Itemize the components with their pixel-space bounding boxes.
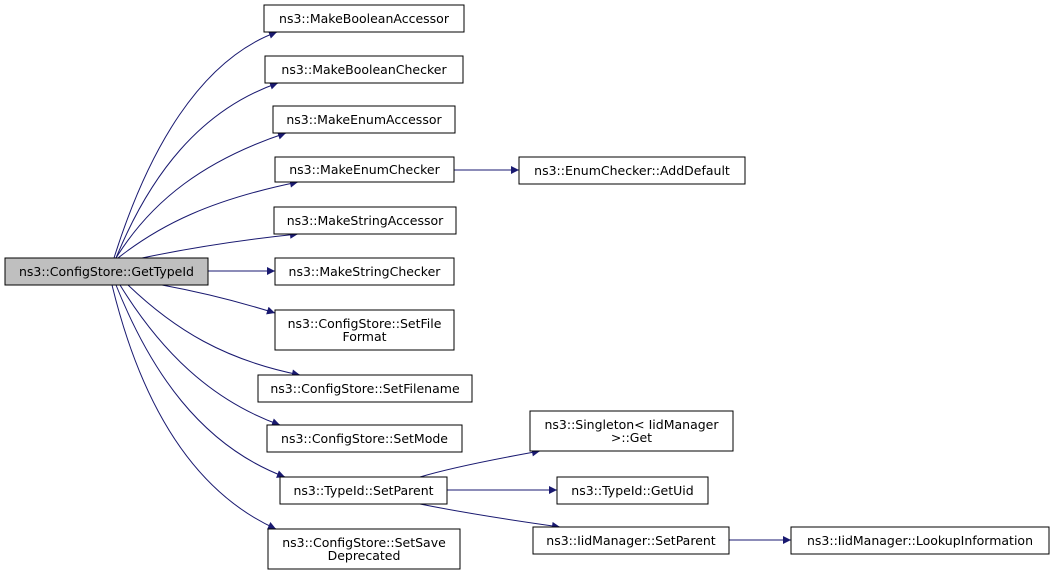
node-root[interactable]: ns3::ConfigStore::GetTypeId (4, 257, 209, 286)
node-box (274, 156, 455, 183)
node-iidmanager-lookup-information[interactable]: ns3::IidManager::LookupInformation (790, 526, 1050, 555)
node-label: ns3::MakeEnumChecker (289, 162, 440, 177)
edge-root-to-set-save-deprecated (111, 284, 277, 530)
node-box (556, 476, 709, 505)
node-make-boolean-checker[interactable]: ns3::MakeBooleanChecker (264, 55, 464, 84)
node-label: ns3::MakeBooleanAccessor (279, 11, 450, 26)
node-box (279, 476, 448, 505)
node-make-boolean-accessor[interactable]: ns3::MakeBooleanAccessor (263, 4, 465, 33)
edge-root-to-make-string-accessor (141, 230, 299, 259)
node-iidmanager-set-parent[interactable]: ns3::IidManager::SetParent (532, 526, 730, 555)
node-label: ns3::IidManager::SetParent (546, 533, 716, 548)
node-box (266, 424, 463, 453)
node-set-mode[interactable]: ns3::ConfigStore::SetMode (266, 424, 463, 453)
node-make-string-accessor[interactable]: ns3::MakeStringAccessor (273, 206, 457, 235)
edges (111, 30, 791, 544)
node-box (4, 257, 209, 286)
edge-typeid-set-parent-to-singleton-get (419, 448, 541, 478)
node-label: ns3::TypeId::GetUid (571, 483, 693, 498)
node-label: Format (342, 329, 386, 344)
nodes: ns3::ConfigStore::GetTypeId ns3::MakeBool… (4, 4, 1050, 570)
node-label: ns3::EnumChecker::AddDefault (534, 163, 730, 178)
node-label: ns3::MakeStringAccessor (287, 213, 444, 228)
edge-root-to-typeid-set-parent (115, 284, 286, 478)
node-box (790, 526, 1050, 555)
node-label: ns3::ConfigStore::SetFile (288, 316, 442, 331)
edge-root-to-make-boolean-accessor (113, 30, 278, 259)
node-label: ns3::ConfigStore::SetMode (281, 431, 448, 446)
node-label: ns3::IidManager::LookupInformation (807, 533, 1033, 548)
edge-root-to-set-filename (127, 284, 301, 378)
node-label: ns3::MakeEnumAccessor (286, 112, 442, 127)
node-box (532, 526, 730, 555)
node-set-filename[interactable]: ns3::ConfigStore::SetFilename (257, 374, 473, 403)
node-make-enum-accessor[interactable]: ns3::MakeEnumAccessor (272, 105, 456, 134)
node-make-enum-checker[interactable]: ns3::MakeEnumChecker (274, 156, 455, 183)
edge-root-to-make-enum-accessor (115, 131, 287, 259)
node-box (274, 257, 455, 286)
node-typeid-set-parent[interactable]: ns3::TypeId::SetParent (279, 476, 448, 505)
edge-typeid-set-parent-to-iidmanager-set-parent (419, 503, 561, 530)
node-enum-checker-add-default[interactable]: ns3::EnumChecker::AddDefault (518, 156, 746, 185)
node-box (273, 206, 457, 235)
node-label: >::Get (611, 430, 652, 445)
node-box (272, 105, 456, 134)
node-box (518, 156, 746, 185)
node-singleton-get[interactable]: ns3::Singleton< IidManager>::Get (529, 410, 734, 452)
node-box (264, 55, 464, 84)
node-label: Deprecated (328, 548, 401, 563)
edge-root-to-make-boolean-checker (115, 81, 279, 259)
node-typeid-get-uid[interactable]: ns3::TypeId::GetUid (556, 476, 709, 505)
node-box (263, 4, 465, 33)
node-label: ns3::ConfigStore::SetSave (282, 535, 446, 550)
edge-root-to-set-mode (119, 284, 281, 427)
node-box (529, 410, 734, 452)
node-label: ns3::TypeId::SetParent (293, 483, 433, 498)
node-label: ns3::MakeStringChecker (289, 264, 442, 279)
edge-root-to-make-enum-checker (117, 179, 299, 259)
node-make-string-checker[interactable]: ns3::MakeStringChecker (274, 257, 455, 286)
node-label: ns3::Singleton< IidManager (544, 417, 719, 432)
node-label: ns3::ConfigStore::GetTypeId (19, 264, 194, 279)
edge-root-to-set-file-format (161, 284, 276, 315)
node-box (274, 309, 455, 351)
node-box (267, 528, 461, 570)
node-label: ns3::ConfigStore::SetFilename (270, 381, 460, 396)
node-label: ns3::MakeBooleanChecker (281, 62, 447, 77)
node-box (257, 374, 473, 403)
